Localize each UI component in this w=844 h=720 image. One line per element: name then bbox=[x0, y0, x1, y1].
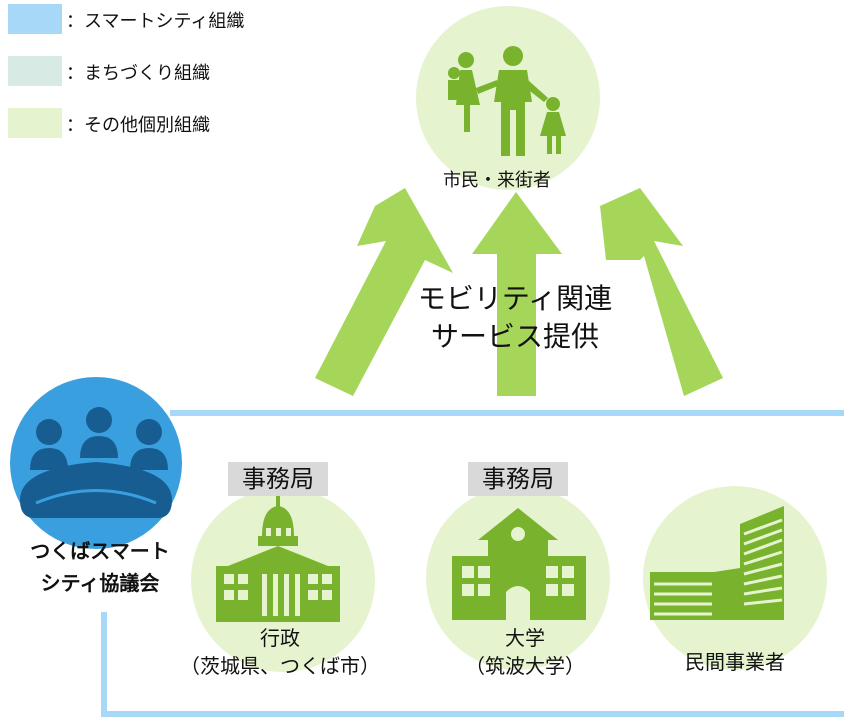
university-label-line1: 大学 bbox=[505, 626, 545, 650]
school-windows bbox=[462, 527, 574, 620]
private-label: 民間事業者 bbox=[685, 650, 785, 674]
legend-swatch-town-planning bbox=[8, 56, 62, 86]
council-label-line2: シティ協議会 bbox=[40, 571, 160, 595]
legend-swatch-other bbox=[8, 108, 62, 138]
arrow-right bbox=[600, 188, 723, 396]
family-icon bbox=[448, 46, 566, 156]
service-label-line2: サービス提供 bbox=[430, 320, 599, 353]
government-label-line1: 行政 bbox=[260, 626, 300, 650]
service-label-line1: モビリティ関連 bbox=[417, 282, 613, 315]
council-label-line1: つくばスマート bbox=[30, 539, 170, 563]
secretariat-tag-university: 事務局 bbox=[468, 462, 568, 496]
arrow-left bbox=[315, 188, 453, 396]
legend-label-other: ：その他個別組織 bbox=[66, 115, 210, 136]
government-label: 行政 （茨城県、つくば市） bbox=[165, 624, 395, 680]
arrow-center bbox=[472, 192, 562, 396]
citizens-label: 市民・来街者 bbox=[443, 170, 551, 191]
service-label: モビリティ関連 サービス提供 bbox=[380, 280, 650, 356]
council-label: つくばスマート シティ協議会 bbox=[0, 535, 200, 599]
university-label-line2: （筑波大学） bbox=[465, 654, 585, 678]
legend-label-town-planning: ：まちづくり組織 bbox=[66, 63, 210, 84]
university-label: 大学 （筑波大学） bbox=[440, 624, 610, 680]
office-stripes bbox=[654, 518, 783, 616]
government-label-line2: （茨城県、つくば市） bbox=[180, 654, 380, 678]
secretariat-tag-government: 事務局 bbox=[228, 462, 328, 496]
council-bottom-line bbox=[101, 612, 844, 717]
government-windows bbox=[224, 528, 332, 616]
legend-swatch-smart-city bbox=[8, 4, 62, 34]
legend-label-smart-city: ：スマートシティ組織 bbox=[66, 11, 245, 32]
